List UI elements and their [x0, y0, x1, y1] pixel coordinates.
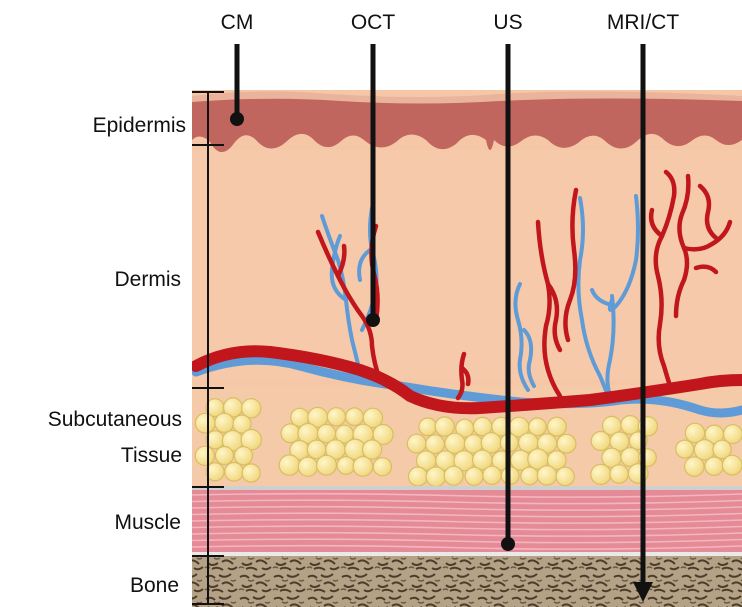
fat-cell [215, 447, 233, 465]
fat-cell [242, 464, 260, 482]
fat-cell [409, 467, 428, 486]
fat-cell [705, 457, 723, 475]
fat-cell [483, 466, 501, 484]
fat-cell [556, 467, 574, 485]
skin-layers [192, 90, 742, 607]
fat-cell [215, 413, 234, 432]
dermis-label: Dermis [115, 268, 182, 291]
fat-cell [279, 455, 299, 475]
fat-cell [346, 408, 364, 426]
tissue-label: Tissue [121, 444, 182, 467]
subcutaneous-label: Subcutaneous [48, 408, 182, 431]
fat-cell [426, 467, 446, 487]
fat-cell [537, 466, 556, 485]
oct-probe-tip [366, 313, 380, 327]
fat-cell [591, 464, 611, 484]
fat-cell [373, 458, 391, 476]
fat-cell [521, 467, 539, 485]
fat-cell [548, 417, 567, 436]
fat-cell [610, 465, 628, 483]
fat-cell [407, 434, 426, 453]
fat-cell [465, 467, 483, 485]
fat-cell [298, 457, 317, 476]
oct-label: OCT [351, 11, 396, 34]
mri-ct-label: MRI/CT [607, 11, 679, 34]
cm-probe-tip [230, 112, 244, 126]
fat-cell [337, 457, 355, 475]
muscle-layer [192, 488, 742, 554]
fat-cell [591, 432, 610, 451]
fat-cell [444, 466, 463, 485]
fat-cell [419, 418, 437, 436]
fat-cell [557, 434, 576, 453]
fat-cell [281, 424, 300, 443]
fat-cell [353, 457, 373, 477]
bone-layer [192, 556, 742, 607]
layer-labels: Epidermis Dermis Subcutaneous Tissue Mus… [48, 114, 186, 597]
fat-cell [327, 408, 345, 426]
fat-cell [722, 455, 742, 475]
fat-cell [195, 446, 214, 465]
fat-cell [621, 416, 640, 435]
epidermis-label: Epidermis [93, 114, 186, 137]
fat-cell [234, 447, 252, 465]
fat-cell [195, 413, 215, 433]
fat-cell [225, 463, 244, 482]
fat-cell [685, 457, 704, 476]
muscle-label: Muscle [114, 511, 181, 534]
fat-cell [676, 440, 694, 458]
cm-label: CM [221, 11, 254, 34]
fat-cell [363, 440, 382, 459]
us-probe-tip [501, 537, 515, 551]
bone-label: Bone [130, 574, 179, 597]
fat-cell [317, 455, 337, 475]
us-label: US [493, 11, 522, 34]
